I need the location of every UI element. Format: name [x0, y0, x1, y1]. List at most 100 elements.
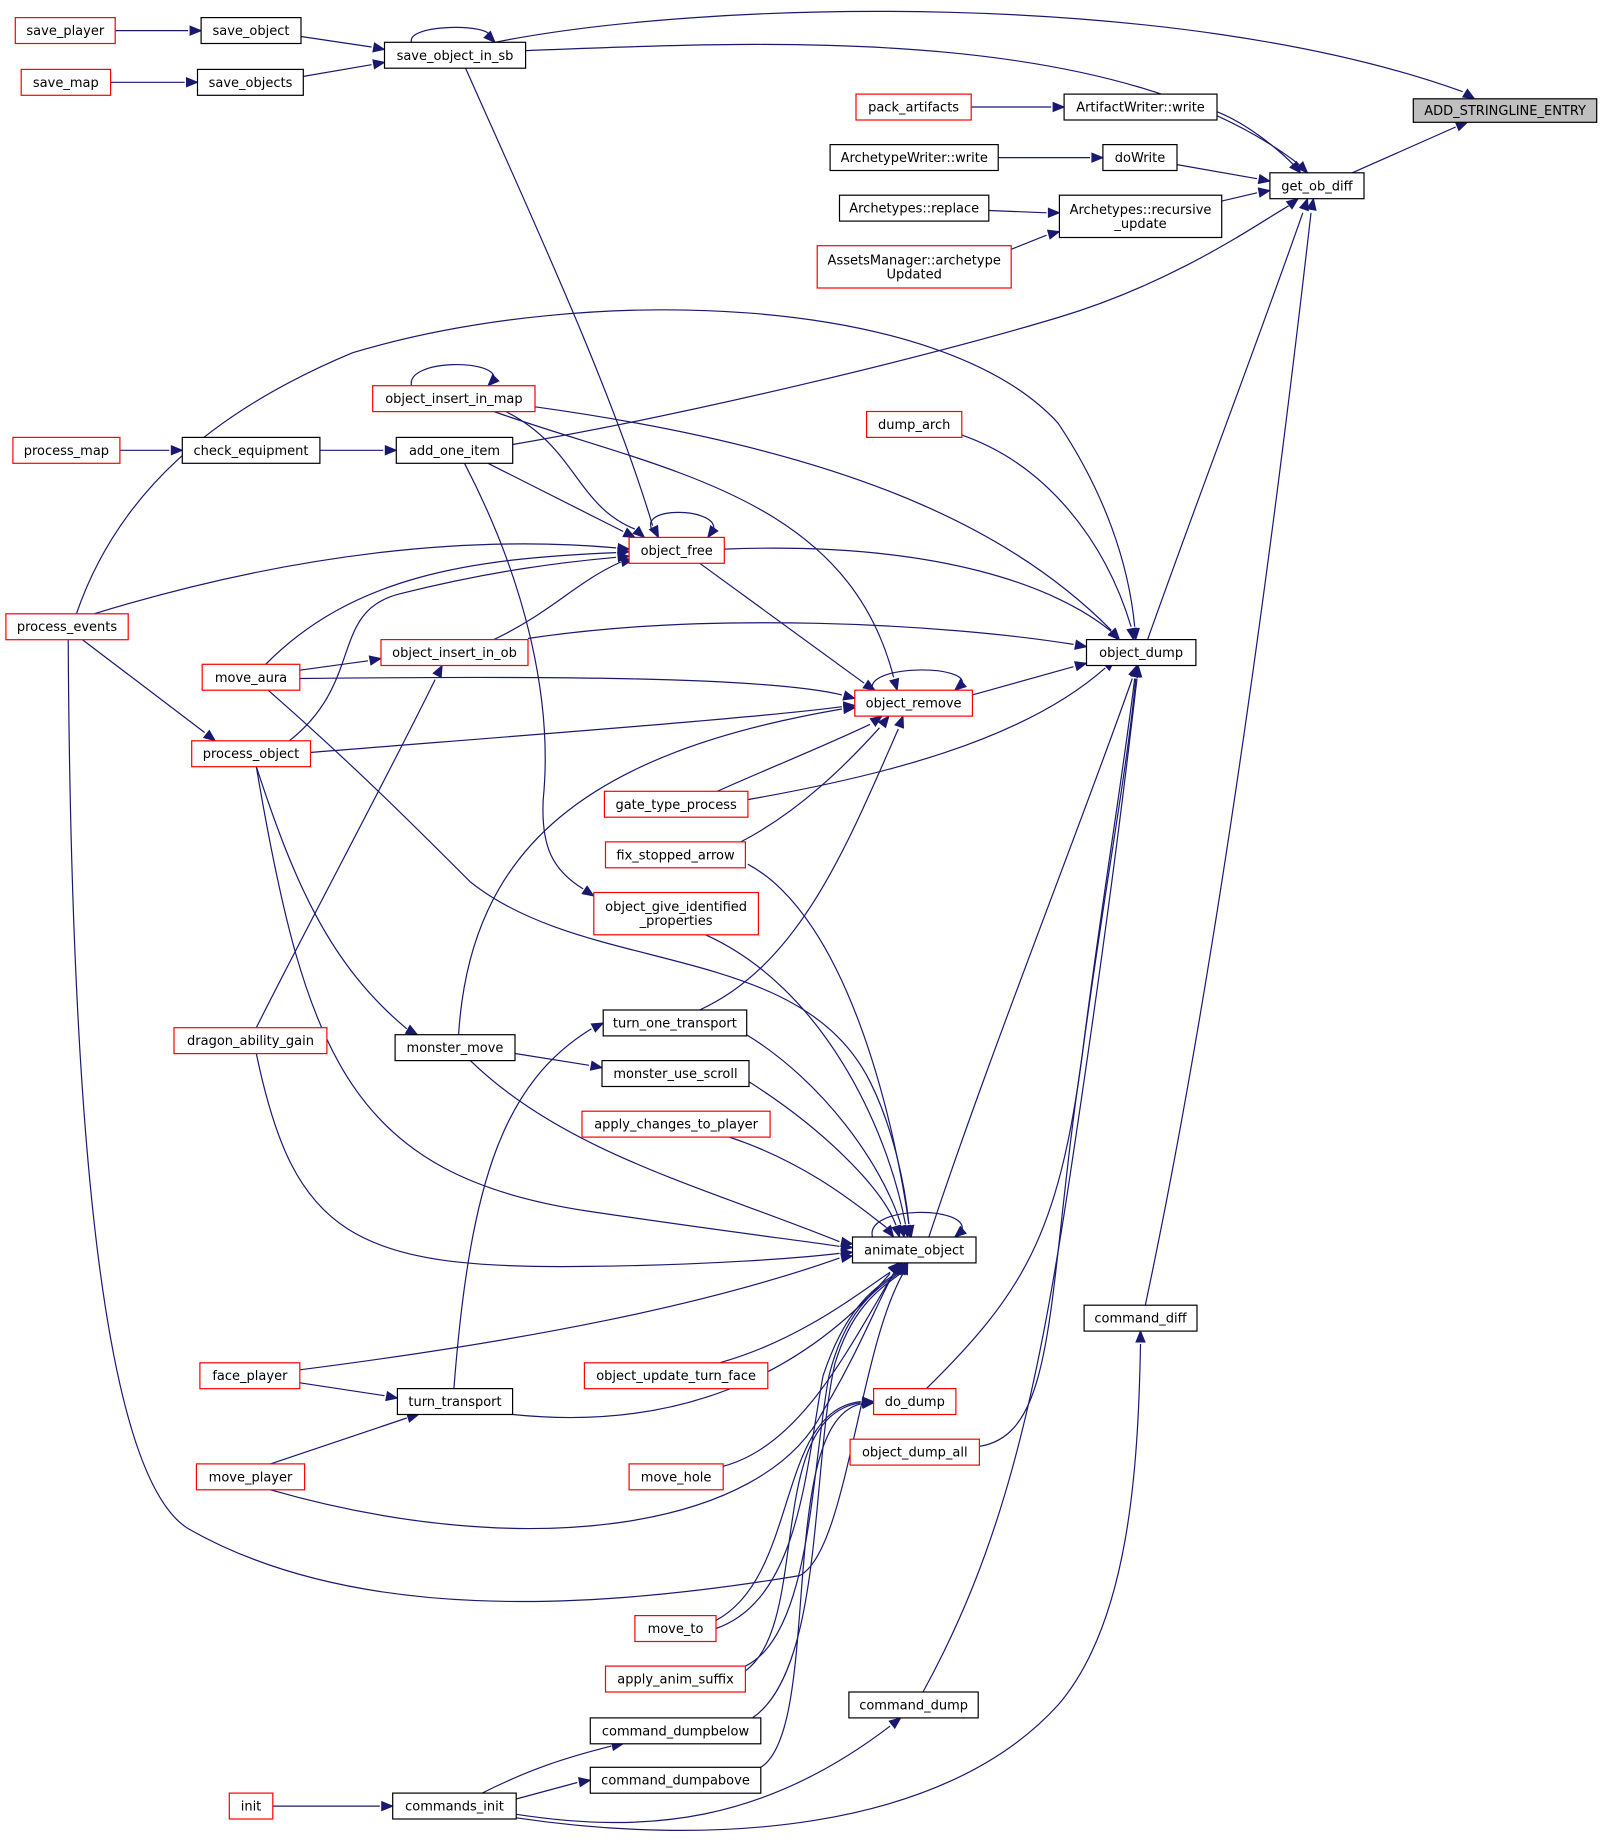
node-gate-type-process[interactable]: gate_type_process [603, 790, 749, 818]
node-save-object[interactable]: save_object [200, 17, 302, 45]
node-fix-stopped-arrow[interactable]: fix_stopped_arrow [604, 841, 746, 869]
node-box[interactable] [581, 1110, 771, 1138]
node-box[interactable] [589, 1766, 762, 1794]
node-box[interactable] [196, 68, 304, 96]
node-box[interactable] [589, 1717, 762, 1745]
node-box[interactable] [12, 436, 121, 464]
node-box[interactable] [173, 1027, 328, 1055]
node-box[interactable] [392, 1792, 517, 1820]
node-object-dump[interactable]: object_dump [1085, 638, 1197, 667]
node-box[interactable] [228, 1792, 274, 1820]
node-command-dump[interactable]: command_dump [848, 1691, 979, 1719]
node-box[interactable] [838, 194, 990, 222]
node-archetypewriter-write[interactable]: ArchetypeWriter::write [829, 144, 999, 172]
node-move-aura[interactable]: move_aura [201, 663, 301, 691]
node-box[interactable] [1412, 98, 1598, 123]
node-process-map[interactable]: process_map [12, 436, 121, 464]
node-move-player[interactable]: move_player [195, 1463, 306, 1491]
node-object-dump-all[interactable]: object_dump_all [849, 1438, 980, 1466]
node-box[interactable] [383, 41, 527, 69]
node-object-insert-in-ob[interactable]: object_insert_in_ob [380, 638, 529, 667]
node-archetypes-replace[interactable]: Archetypes::replace [838, 194, 990, 222]
node-apply-anim-suffix[interactable]: apply_anim_suffix [604, 1665, 746, 1693]
node-face-player[interactable]: face_player [199, 1362, 301, 1390]
node-box[interactable] [1063, 93, 1218, 121]
node-box[interactable] [372, 385, 536, 413]
node-dragon-ability-gain[interactable]: dragon_ability_gain [173, 1027, 328, 1055]
node-box[interactable] [200, 17, 302, 45]
node-box[interactable] [872, 1387, 957, 1416]
node-init[interactable]: init [228, 1792, 274, 1820]
node-box[interactable] [1085, 638, 1197, 667]
node-dowrite[interactable]: doWrite [1102, 144, 1178, 172]
node-box[interactable] [1269, 172, 1365, 200]
node-box[interactable] [5, 613, 129, 641]
node-box[interactable] [191, 740, 312, 768]
node-check-equipment[interactable]: check_equipment [181, 436, 321, 464]
node-process-object[interactable]: process_object [191, 740, 312, 768]
node-box[interactable] [849, 1438, 980, 1466]
node-commands-init[interactable]: commands_init [392, 1792, 517, 1820]
node-box[interactable] [181, 436, 321, 464]
node-box[interactable] [583, 1362, 769, 1390]
node-box[interactable] [395, 436, 514, 464]
node-box[interactable] [601, 1059, 750, 1088]
node-box[interactable] [394, 1034, 516, 1062]
node-move-hole[interactable]: move_hole [628, 1463, 724, 1491]
node-box[interactable] [855, 93, 972, 121]
node-save-object-in-sb[interactable]: save_object_in_sb [383, 41, 527, 69]
node-box[interactable] [1058, 194, 1223, 239]
node-box[interactable] [593, 891, 759, 936]
node-add-stringline-entry[interactable]: ADD_STRINGLINE_ENTRY [1412, 98, 1598, 123]
node-artifactwriter-write[interactable]: ArtifactWriter::write [1063, 93, 1218, 121]
node-do-dump[interactable]: do_dump [872, 1387, 957, 1416]
node-box[interactable] [816, 245, 1012, 289]
node-animate-object[interactable]: animate_object [851, 1236, 977, 1264]
node-turn-transport[interactable]: turn_transport [396, 1387, 514, 1416]
node-object-update-turn-face[interactable]: object_update_turn_face [583, 1362, 769, 1390]
node-archetypes-recursive-update[interactable]: Archetypes::recursive_update [1058, 194, 1223, 239]
node-save-objects[interactable]: save_objects [196, 68, 304, 96]
node-box[interactable] [854, 689, 973, 717]
node-box[interactable] [380, 638, 529, 667]
node-turn-one-transport[interactable]: turn_one_transport [602, 1009, 748, 1037]
node-monster-use-scroll[interactable]: monster_use_scroll [601, 1059, 750, 1088]
node-move-to[interactable]: move_to [634, 1614, 717, 1643]
node-box[interactable] [829, 144, 999, 172]
node-box[interactable] [628, 1463, 724, 1491]
node-box[interactable] [1083, 1304, 1198, 1332]
node-box[interactable] [848, 1691, 979, 1719]
node-box[interactable] [603, 790, 749, 818]
node-object-remove[interactable]: object_remove [854, 689, 973, 717]
node-box[interactable] [396, 1387, 514, 1416]
node-monster-move[interactable]: monster_move [394, 1034, 516, 1062]
node-dump-arch[interactable]: dump_arch [865, 410, 963, 438]
node-process-events[interactable]: process_events [5, 613, 129, 641]
node-command-dumpbelow[interactable]: command_dumpbelow [589, 1717, 762, 1745]
node-object-insert-in-map[interactable]: object_insert_in_map [372, 385, 536, 413]
node-get-ob-diff[interactable]: get_ob_diff [1269, 172, 1365, 200]
node-box[interactable] [201, 663, 301, 691]
node-box[interactable] [1102, 144, 1178, 172]
node-add-one-item[interactable]: add_one_item [395, 436, 514, 464]
node-pack-artifacts[interactable]: pack_artifacts [855, 93, 972, 121]
node-command-dumpabove[interactable]: command_dumpabove [589, 1766, 762, 1794]
node-box[interactable] [634, 1614, 717, 1643]
node-command-diff[interactable]: command_diff [1083, 1304, 1198, 1332]
node-apply-changes-to-player[interactable]: apply_changes_to_player [581, 1110, 771, 1138]
node-box[interactable] [851, 1236, 977, 1264]
node-box[interactable] [195, 1463, 306, 1491]
node-box[interactable] [628, 536, 725, 564]
node-box[interactable] [20, 68, 112, 96]
node-save-player[interactable]: save_player [14, 17, 116, 45]
node-box[interactable] [604, 841, 746, 869]
node-box[interactable] [865, 410, 963, 438]
node-box[interactable] [199, 1362, 301, 1390]
node-object-free[interactable]: object_free [628, 536, 725, 564]
node-box[interactable] [602, 1009, 748, 1037]
node-object-give-identified-properties[interactable]: object_give_identified_properties [593, 891, 759, 936]
node-save-map[interactable]: save_map [20, 68, 112, 96]
node-box[interactable] [604, 1665, 746, 1693]
node-box[interactable] [14, 17, 116, 45]
